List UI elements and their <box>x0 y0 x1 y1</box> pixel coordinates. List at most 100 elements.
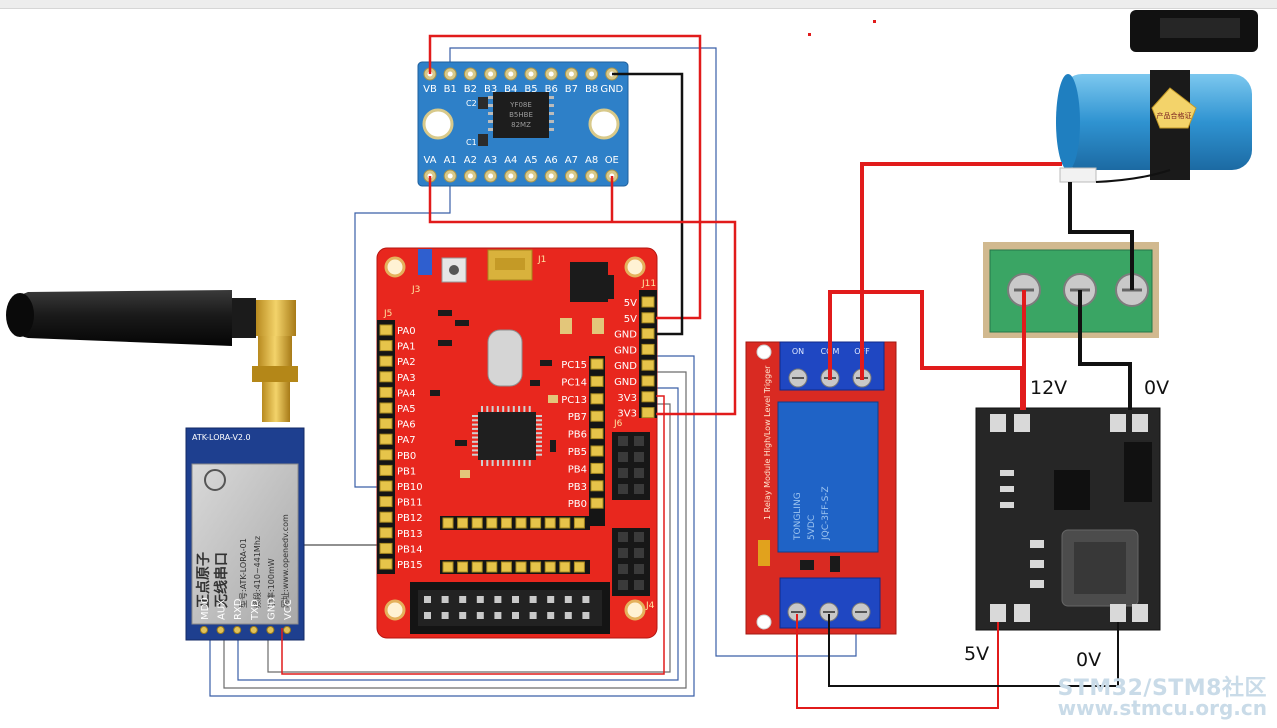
socket-hole <box>634 484 644 494</box>
header-pin <box>471 517 483 529</box>
header-pin <box>590 375 604 387</box>
chip-text-3: 82MZ <box>511 121 531 129</box>
mcu-left-pin-label: PA4 <box>397 388 416 399</box>
level-shifter-pin-center <box>467 71 473 77</box>
jtag-pin <box>564 596 572 603</box>
lora-brand: 正点原子 <box>195 552 212 608</box>
jtag-pin <box>547 612 555 619</box>
level-shifter-pin-center <box>589 71 595 77</box>
level-shifter-pin-center <box>508 173 514 179</box>
jtag-pin <box>529 596 537 603</box>
mcu-right-inner-pin-label: PC15 <box>561 360 587 371</box>
solder-pad <box>1014 604 1030 622</box>
jtag-pin <box>441 612 449 619</box>
level-shifter-top-pin-label: B8 <box>585 84 598 95</box>
header-pin <box>379 496 393 508</box>
chip-lead <box>472 419 478 422</box>
header-pin <box>641 359 655 371</box>
chip-lead <box>472 415 478 417</box>
mcu-left-pin-label: PB15 <box>397 560 423 571</box>
level-shifter-pin-center <box>447 173 453 179</box>
label-j6: J6 <box>613 419 623 429</box>
chip-lead <box>536 423 542 426</box>
level-shifter-top-pin-label: B6 <box>545 84 558 95</box>
lora-pin-label: AUX <box>217 599 228 620</box>
socket-hole <box>618 564 628 574</box>
header-pin <box>379 511 393 523</box>
level-shifter-top-pin-label: B1 <box>444 84 457 95</box>
lora-pin-hole <box>266 626 275 634</box>
level-shifter-pin-center <box>488 173 494 179</box>
lora-subtitle: 无线串口 <box>213 552 230 609</box>
label-j5: J5 <box>383 309 392 319</box>
header-pin <box>379 324 393 336</box>
jtag-pin <box>441 596 449 603</box>
jtag-pin <box>424 612 431 619</box>
lora-pin-label: VCC <box>283 599 294 620</box>
signal-wires <box>209 47 857 697</box>
mcu-left-pin-label: PB0 <box>397 451 416 462</box>
level-shifter-bottom-pin-label: A7 <box>565 155 578 166</box>
header-pin <box>379 527 393 539</box>
mcu-right-pin-label: GND <box>614 345 637 356</box>
header-pin <box>379 480 393 492</box>
header-pin <box>641 375 655 387</box>
chip-lead <box>536 449 542 452</box>
label-5v: 5V <box>964 643 989 665</box>
mcu-left-pin-label: PB13 <box>397 529 423 540</box>
header-pin <box>486 561 498 573</box>
header-pin <box>379 542 393 554</box>
socket-hole <box>634 532 644 542</box>
chip-lead <box>472 445 478 448</box>
jtag-pin <box>459 596 467 603</box>
mcu-left-pin-label: PB14 <box>397 544 423 555</box>
jtag-pin <box>582 612 590 619</box>
chip-lead <box>536 445 542 448</box>
jtag-pin <box>512 612 519 619</box>
stray-mark <box>873 20 876 23</box>
pump-tag: 产品合格证 <box>1157 111 1192 120</box>
lora-pin-label: MD0 <box>200 597 211 620</box>
level-shifter-pin-center <box>548 173 554 179</box>
header-pin <box>379 558 393 570</box>
header-pin <box>641 296 655 308</box>
chip-lead <box>502 460 505 466</box>
header-pin <box>590 445 604 457</box>
header-pin <box>590 428 604 440</box>
level-shifter-bottom-pin-label: A4 <box>504 155 517 166</box>
socket-hole <box>618 484 628 494</box>
header-pin <box>457 517 469 529</box>
level-shifter-top-pin-label: B4 <box>504 84 517 95</box>
socket-hole <box>618 436 628 446</box>
jtag-pin <box>512 596 519 603</box>
header-pin <box>379 371 393 383</box>
header-pin <box>641 391 655 403</box>
chip-lead <box>536 415 542 417</box>
header-pin <box>457 561 469 573</box>
chip-lead <box>523 406 526 412</box>
mcu-right-inner-pin-label: PB7 <box>568 412 587 423</box>
chip-lead <box>536 453 542 456</box>
mcu-right-pin-label: 5V <box>624 314 637 325</box>
solder-pad <box>1110 414 1126 432</box>
header-pin <box>379 464 393 476</box>
chip-lead <box>528 460 531 466</box>
mcu-right-inner-pin-label: PB6 <box>568 430 587 441</box>
header-pin <box>442 561 454 573</box>
chip-lead <box>528 406 531 412</box>
solder-pad <box>990 604 1006 622</box>
lora-line-url: 网址:www.openedv.com <box>280 514 290 608</box>
chip-lead <box>518 460 521 466</box>
jtag-pin <box>494 596 502 603</box>
level-shifter-bottom-pin-label: A5 <box>524 155 537 166</box>
chip-lead <box>472 423 478 426</box>
chip-lead <box>486 460 489 466</box>
jtag-pin <box>582 596 590 603</box>
socket-hole <box>618 468 628 478</box>
mcu-left-pin-label: PA6 <box>397 420 416 431</box>
jtag-pin <box>564 612 572 619</box>
header-pin <box>500 561 512 573</box>
chip-lead <box>496 406 499 412</box>
header-pin <box>379 449 393 461</box>
